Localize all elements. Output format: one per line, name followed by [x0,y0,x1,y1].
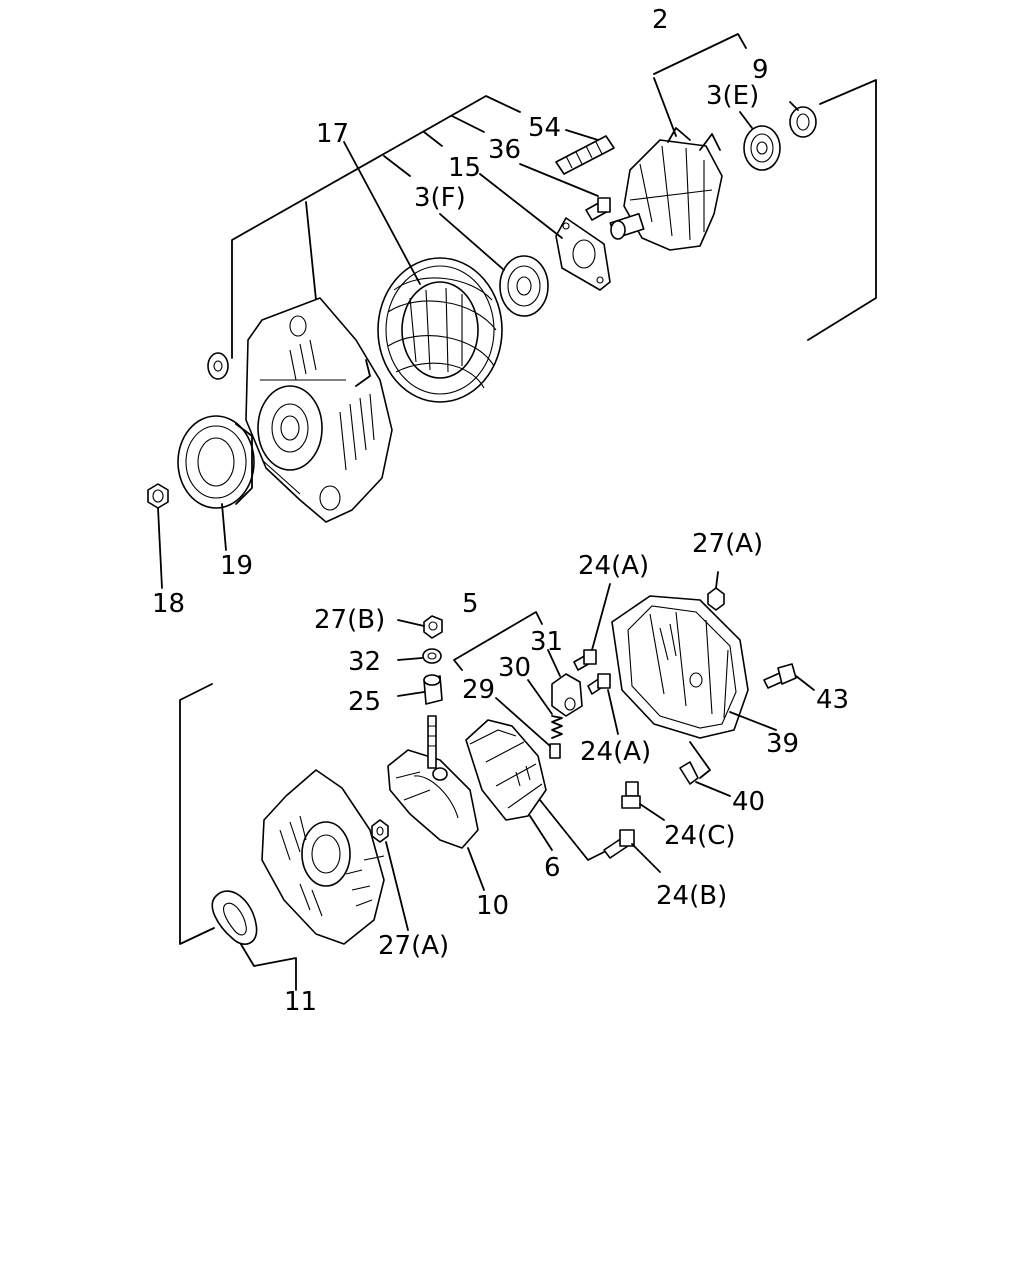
part-27b-nut [397,615,443,639]
callout-3f: 3(F) [414,183,466,213]
callout-5: 5 [462,589,479,619]
callout-24c: 24(C) [664,821,736,851]
part-27a-top-nut [707,571,725,611]
part-24a-top-screw [573,583,611,671]
part-24b-screw [603,829,661,873]
callout-18: 18 [152,589,185,619]
callout-39: 39 [766,729,799,759]
leader-lines-lower [179,611,711,991]
part-front-housing [245,297,393,523]
part-29-brush [495,697,561,759]
callout-19: 19 [220,551,253,581]
lower-assembly [179,571,815,991]
callout-3e: 3(E) [706,81,759,111]
part-40-clip [679,761,731,797]
callout-27a-top: 27(A) [692,529,763,559]
part-18-nut [147,483,169,589]
part-30-spring [527,679,563,739]
callout-36: 36 [488,135,521,165]
callout-24a-top: 24(A) [578,551,649,581]
callout-24b: 24(B) [656,881,727,911]
part-24a-mid-screw [587,673,619,735]
callout-6: 6 [544,853,561,883]
part-54-stud [555,129,615,175]
part-3e-bearing [739,111,781,171]
part-32-washer [397,648,442,664]
callout-32: 32 [348,647,381,677]
part-11-rear-housing [261,769,385,945]
callout-27a-low: 27(A) [378,931,449,961]
part-15-plate [479,173,611,291]
callout-31: 31 [530,627,563,657]
callout-24a-mid: 24(A) [580,737,651,767]
part-25-insulator [397,674,443,705]
part-6-regulator [465,719,605,861]
callout-labels: 2 9 3(E) 54 17 36 15 3(F) 19 18 27(A) 24… [152,5,849,1017]
callout-15: 15 [448,153,481,183]
part-11-gasket [211,890,258,945]
part-17-stator [343,141,503,403]
part-36-screw [519,163,611,221]
callout-40: 40 [732,787,765,817]
callout-11: 11 [284,987,317,1017]
part-31-terminal [547,649,583,717]
part-3f-bearing [439,213,549,317]
callout-10: 10 [476,891,509,921]
callout-43: 43 [816,685,849,715]
part-27a-low-nut [371,819,409,931]
leader-lines-top [231,33,877,359]
part-19-pulley [177,415,255,551]
part-24c-screw [621,781,665,821]
part-2-rotor [609,77,723,251]
washer-left [207,352,229,380]
callout-17: 17 [316,119,349,149]
callout-25: 25 [348,687,381,717]
callout-27b: 27(B) [314,605,385,635]
callout-2: 2 [652,5,669,35]
part-10-rectifier [387,715,485,891]
upper-assembly [147,33,877,589]
callout-9: 9 [752,55,769,85]
part-43-bolt [763,663,815,691]
callout-29: 29 [462,675,495,705]
part-9-seal-ring [789,101,817,138]
part-39-rear-cover [611,595,777,739]
callout-30: 30 [498,653,531,683]
callout-54: 54 [528,113,561,143]
